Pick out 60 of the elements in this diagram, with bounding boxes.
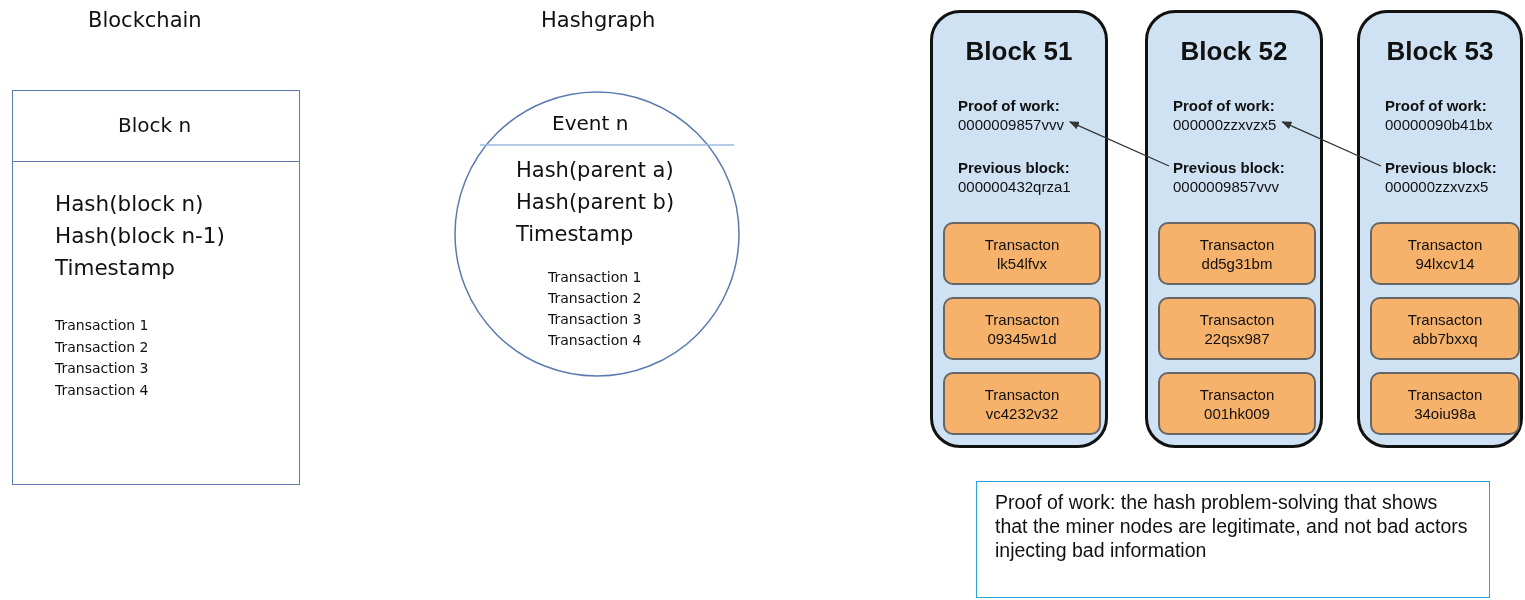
transaction-label: Transacton vc4232v32 (983, 384, 1061, 423)
transaction-label: Transacton lk54lfvx (983, 234, 1061, 273)
hash-value: 0000009857vvv (1173, 177, 1280, 196)
transaction-label: Transacton 09345w1d (983, 309, 1061, 348)
transaction-label: Transacton 34oiu98a (1406, 384, 1484, 423)
transaction-label: Transacton 001hk009 (1198, 384, 1276, 423)
transaction-label: Transacton 22qsx987 (1198, 309, 1276, 348)
transaction-box (1370, 372, 1520, 435)
transaction-line: Transaction 2 (55, 338, 149, 356)
hash-value: 000000432qrza1 (958, 177, 1071, 196)
hash-value: 000000zzxvzx5 (1173, 115, 1277, 134)
block-panel (1357, 10, 1523, 448)
note-box (976, 481, 1490, 598)
event-title: Event n (552, 111, 629, 136)
transaction-box (1158, 297, 1316, 360)
hash-value: 0000009857vvv (958, 115, 1064, 134)
block-panel (930, 10, 1108, 448)
diagram-heading: Blockchain (88, 8, 202, 32)
event-circle (454, 91, 740, 377)
block-box (12, 90, 300, 485)
block-title: Block n (118, 113, 192, 138)
transaction-box (1158, 222, 1316, 285)
block-title: Block 51 (964, 35, 1074, 67)
transaction-box (1158, 372, 1316, 435)
transaction-label: Transacton dd5g31bm (1198, 234, 1276, 273)
block-panel (1145, 10, 1323, 448)
transaction-line: Transaction 3 (55, 360, 149, 378)
field-label: Previous block: (1173, 158, 1285, 177)
field-label: Proof of work: (1173, 96, 1276, 115)
hash-line: Hash(parent b) (516, 189, 675, 216)
note-text: Proof of work: the hash problem-solving that shows that the miner nodes are legitimate, and not bad actors injecting bad information (995, 490, 1469, 562)
field-label: Proof of work: (958, 96, 1061, 115)
transaction-line: Transaction 1 (548, 269, 642, 287)
field-label: Proof of work: (1385, 96, 1488, 115)
field-label: Previous block: (1385, 158, 1497, 177)
diagram-heading: Hashgraph (541, 8, 656, 32)
block-title: Block 52 (1179, 35, 1289, 67)
hash-value: 00000090b41bx (1385, 115, 1493, 134)
transaction-line: Transaction 3 (548, 311, 642, 329)
transaction-box (943, 372, 1101, 435)
arrow (1281, 121, 1382, 167)
hash-line: Hash(block n-1) (55, 223, 225, 250)
hash-line: Hash(parent a) (516, 157, 674, 184)
transaction-box (943, 297, 1101, 360)
transaction-box (1370, 297, 1520, 360)
transaction-box (943, 222, 1101, 285)
hash-line: Timestamp (516, 221, 634, 248)
transaction-line: Transaction 2 (548, 290, 642, 308)
arrow (1069, 121, 1170, 167)
hash-value: 000000zzxvzx5 (1385, 177, 1490, 196)
hash-line: Timestamp (55, 255, 175, 282)
transaction-label: Transacton abb7bxxq (1406, 309, 1484, 348)
transaction-box (1370, 222, 1520, 285)
transaction-line: Transaction 4 (548, 332, 642, 350)
block-title: Block 53 (1385, 35, 1495, 67)
hash-line: Hash(block n) (55, 191, 204, 218)
transaction-line: Transaction 1 (55, 317, 149, 335)
transaction-line: Transaction 4 (55, 381, 149, 399)
field-label: Previous block: (958, 158, 1071, 177)
transaction-label: Transacton 94lxcv14 (1406, 234, 1484, 273)
